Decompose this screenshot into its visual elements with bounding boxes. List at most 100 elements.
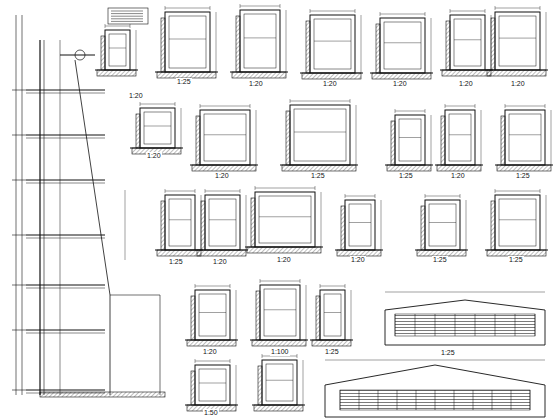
drawn-line — [499, 38, 536, 39]
drawn-line — [454, 39, 481, 40]
drawn-line — [384, 42, 421, 43]
drawn-line — [499, 219, 536, 220]
drawn-rect — [302, 73, 361, 79]
drawn-rect — [306, 21, 310, 73]
drawn-rect — [487, 70, 546, 76]
drawn-line — [111, 16, 143, 17]
drawn-line — [130, 24, 131, 28]
drawn-line — [140, 104, 175, 105]
drawn-line — [551, 110, 552, 165]
drawn-line — [511, 390, 512, 410]
drawn-rect — [399, 119, 421, 161]
drawn-line — [22, 15, 23, 395]
scale-label: 1:20 — [128, 92, 144, 100]
drawn-line — [429, 222, 456, 223]
drawn-rect — [209, 199, 236, 246]
drawn-rect — [497, 165, 551, 171]
drawn-line — [280, 4, 281, 8]
drawn-rect — [491, 201, 495, 250]
drawn-line — [509, 134, 541, 135]
detail-mark — [75, 50, 85, 60]
drawn-line — [185, 404, 238, 405]
drawn-line — [26, 93, 105, 94]
drawn-line — [303, 360, 304, 405]
drawn-line — [454, 390, 455, 410]
drawn-line — [230, 71, 288, 72]
scale-label: 1:50 — [203, 409, 219, 417]
drawn-line — [195, 359, 196, 363]
drawn-line — [435, 164, 483, 165]
drawn-rect — [310, 15, 355, 73]
drawn-line — [250, 339, 308, 340]
drawn-line — [264, 309, 296, 310]
drawn-rect — [165, 195, 195, 250]
drawn-rect — [169, 16, 206, 68]
drawn-line — [236, 365, 237, 405]
drawn-line — [26, 238, 105, 239]
drawn-line — [230, 359, 231, 363]
drawn-rect — [205, 195, 240, 250]
drawn-line — [495, 189, 496, 193]
drawn-line — [385, 164, 433, 165]
drawn-line — [39, 40, 40, 395]
drawn-line — [399, 137, 421, 138]
drawn-line — [26, 235, 105, 236]
drawn-line — [165, 6, 166, 10]
drawn-rect — [320, 290, 345, 340]
scale-label: 1:25 — [440, 349, 456, 357]
drawn-line — [26, 90, 105, 91]
drawn-rect — [340, 390, 530, 410]
drawn-rect — [232, 72, 286, 78]
drawn-line — [169, 219, 191, 220]
drawn-line — [492, 390, 493, 410]
drawn-rect — [437, 165, 481, 171]
scale-label: 1:20 — [212, 258, 228, 266]
drawn-rect — [499, 199, 536, 246]
drawn-rect — [505, 110, 545, 165]
drawn-rect — [450, 15, 485, 70]
drawn-rect — [495, 195, 540, 250]
drawn-line — [375, 194, 376, 198]
drawn-line — [416, 390, 417, 410]
drawn-rect — [387, 165, 431, 171]
scale-label: 1:25 — [324, 348, 340, 356]
drawn-rect — [446, 21, 450, 70]
drawn-line — [255, 188, 315, 189]
drawn-rect — [312, 340, 351, 346]
drawn-rect — [264, 289, 296, 336]
drawn-line — [300, 279, 301, 283]
drawn-line — [44, 40, 45, 395]
drawn-line — [75, 60, 110, 295]
drawn-line — [105, 24, 106, 28]
drawn-line — [200, 106, 250, 107]
drawn-line — [12, 135, 26, 136]
drawn-rect — [97, 70, 136, 76]
drawn-line — [395, 314, 396, 336]
drawn-line — [12, 235, 26, 236]
drawn-line — [185, 339, 238, 340]
drawn-rect — [384, 22, 421, 69]
drawn-line — [415, 249, 468, 250]
drawn-line — [395, 111, 425, 112]
drawn-rect — [101, 36, 105, 70]
drawn-line — [240, 6, 280, 7]
drawn-line — [359, 390, 360, 410]
drawn-rect — [165, 12, 210, 72]
drawn-line — [445, 104, 446, 108]
drawn-rect — [266, 364, 293, 401]
drawn-line — [349, 222, 371, 223]
drawn-line — [321, 192, 322, 247]
drawn-line — [286, 10, 287, 72]
drawn-rect — [282, 165, 356, 171]
drawn-rect — [391, 121, 395, 165]
drawn-rect — [260, 285, 300, 340]
drawn-line — [310, 9, 311, 13]
drawn-rect — [247, 247, 321, 253]
drawn-line — [380, 14, 425, 15]
drawn-rect — [501, 116, 505, 165]
drawn-line — [325, 360, 545, 361]
drawn-line — [505, 106, 545, 107]
scale-label: 1:25 — [508, 256, 524, 264]
drawn-line — [310, 11, 355, 12]
drawn-line — [12, 180, 26, 181]
